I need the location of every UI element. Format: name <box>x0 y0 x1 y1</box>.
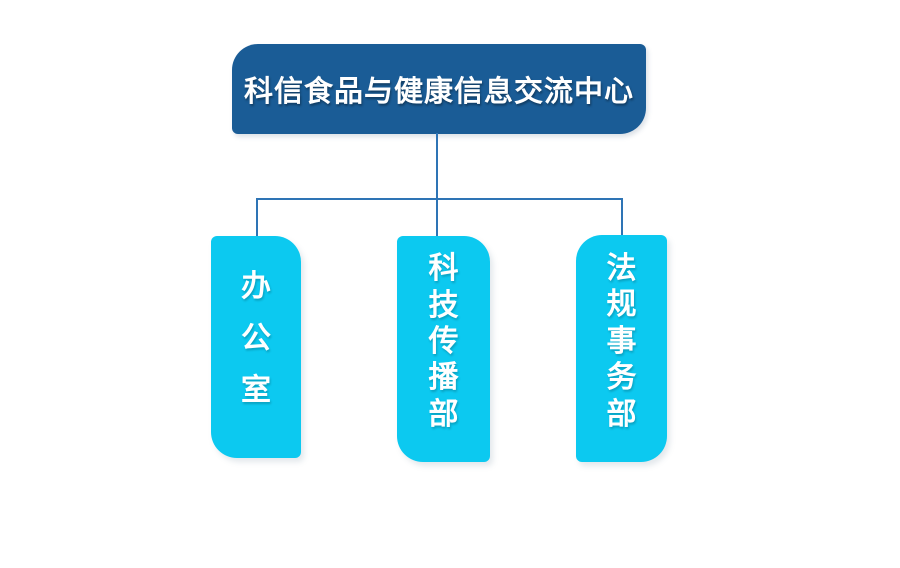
connector-drop-line-regulatory-affairs <box>621 198 623 238</box>
dept-node-label-regulatory-affairs: 法规事务部 <box>576 247 667 436</box>
dept-node-label-office: 办公室 <box>211 250 301 428</box>
dept-label-char: 部 <box>606 397 637 431</box>
dept-node-label-sci-tech-communication: 科技传播部 <box>397 248 490 436</box>
dept-label-char: 传 <box>428 324 459 358</box>
dept-label-char: 办 <box>241 270 271 303</box>
connector-drop-line-sci-tech-communication <box>436 198 438 238</box>
connector-drop-line-office <box>256 198 258 238</box>
dept-node-sci-tech-communication: 科技传播部 <box>397 236 490 462</box>
dept-label-char: 播 <box>428 361 459 395</box>
dept-label-char: 事 <box>606 324 637 358</box>
connector-horizontal-line <box>256 198 623 200</box>
dept-label-char: 科 <box>428 252 459 286</box>
dept-label-char: 室 <box>241 374 271 407</box>
connector-trunk-line <box>436 133 438 199</box>
dept-node-office: 办公室 <box>211 236 301 458</box>
dept-label-char: 技 <box>428 288 459 322</box>
dept-label-char: 公 <box>241 322 271 355</box>
dept-label-char: 规 <box>606 288 637 321</box>
dept-label-char: 务 <box>606 361 637 394</box>
dept-node-regulatory-affairs: 法规事务部 <box>576 235 667 462</box>
root-node: 科信食品与健康信息交流中心 <box>232 44 646 134</box>
dept-label-char: 法 <box>606 251 637 285</box>
root-node-label: 科信食品与健康信息交流中心 <box>243 76 634 108</box>
dept-label-char: 部 <box>428 397 459 431</box>
